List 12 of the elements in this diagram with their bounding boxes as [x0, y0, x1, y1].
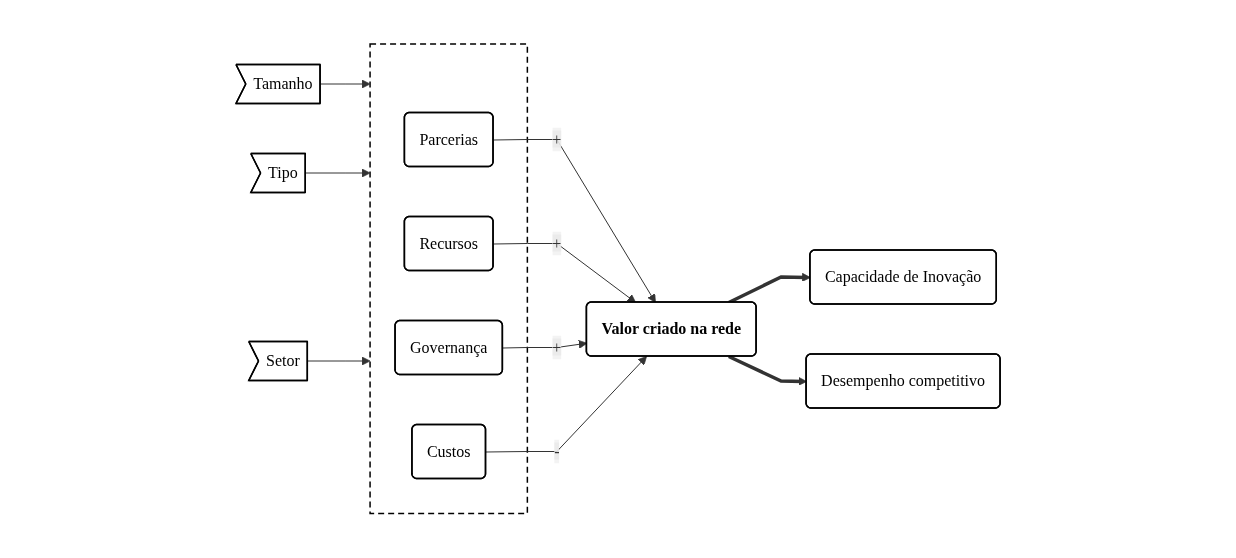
edge-label: + — [552, 338, 562, 356]
arrow — [493, 243, 636, 304]
arrow — [493, 139, 656, 304]
arrow — [728, 355, 807, 386]
cluster — [369, 43, 529, 515]
edge-label: - — [554, 442, 560, 460]
arrow — [304, 168, 371, 178]
arrow — [485, 356, 647, 453]
edge-label: + — [552, 130, 562, 148]
arrow — [319, 79, 371, 89]
edge-label: + — [552, 234, 562, 252]
arrow — [306, 356, 371, 366]
